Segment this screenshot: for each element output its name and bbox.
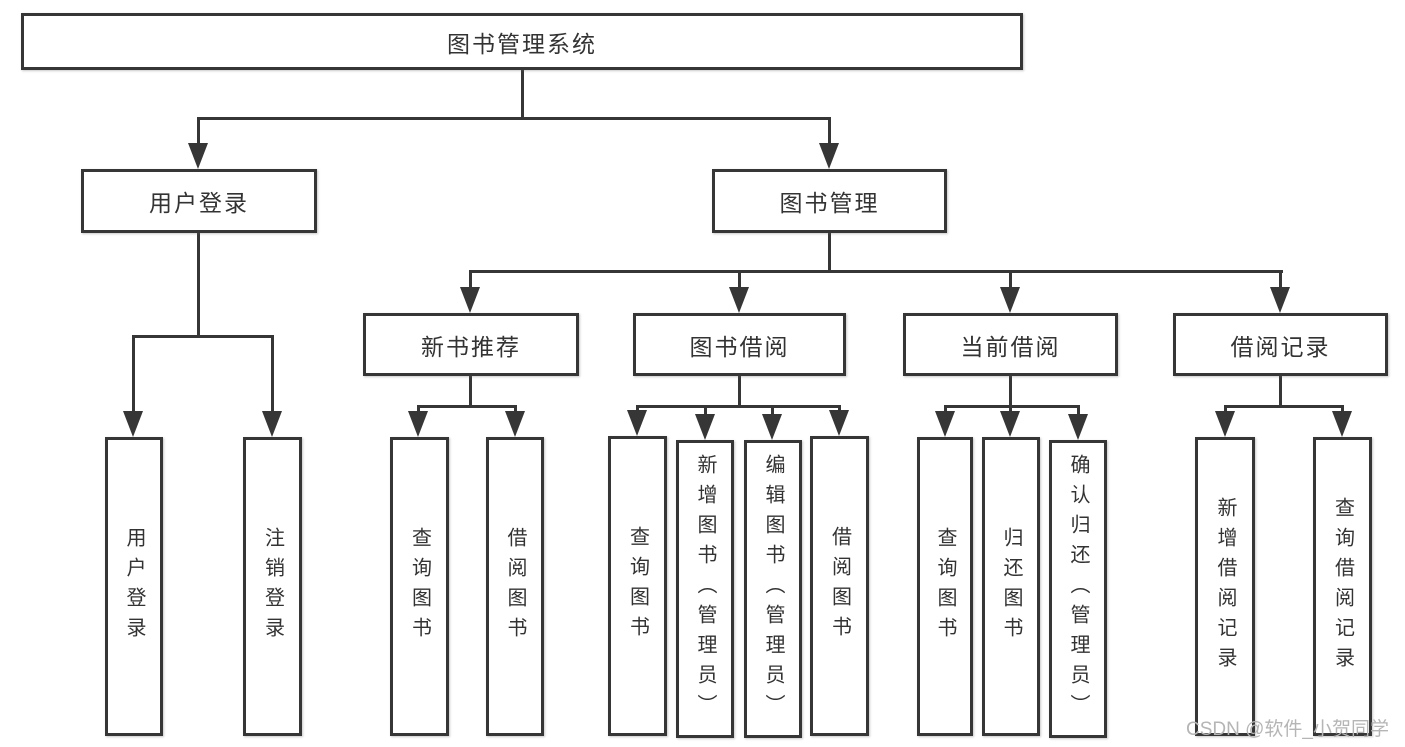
connector-root-stem xyxy=(521,70,524,120)
connector-level1-rail xyxy=(197,117,831,120)
arrow-down-icon xyxy=(1270,287,1290,313)
connector-down xyxy=(469,376,472,408)
arrow-down-icon xyxy=(695,414,715,440)
node-new-book-recommend-label: 新书推荐 xyxy=(421,333,521,360)
connector-stem xyxy=(271,335,274,415)
leaf-return-books-label: 归还图书 xyxy=(1000,526,1022,647)
leaf-query-books-current: 查询图书 xyxy=(917,437,973,736)
connector-down xyxy=(1279,376,1282,408)
connector-rail xyxy=(417,405,517,408)
leaf-query-borrow-record-label: 查询借阅记录 xyxy=(1331,496,1354,677)
connector-down xyxy=(738,376,741,408)
leaf-borrow-books-recommend: 借阅图书 xyxy=(486,437,544,736)
leaf-query-books-recommend-label: 查询图书 xyxy=(408,526,431,647)
connector-stem xyxy=(1077,405,1080,415)
arrow-down-icon xyxy=(408,411,428,437)
node-user-login-label: 用户登录 xyxy=(149,190,249,216)
leaf-add-borrow-record-label: 新增借阅记录 xyxy=(1214,496,1236,677)
node-current-borrowing-label: 当前借阅 xyxy=(960,333,1061,360)
connector-user-login-down xyxy=(197,233,200,335)
arrow-down-icon xyxy=(188,143,208,169)
arrow-down-icon xyxy=(1068,414,1088,440)
arrow-down-icon xyxy=(935,411,955,437)
connector-stem xyxy=(944,405,947,415)
leaf-user-login: 用户登录 xyxy=(105,437,163,736)
node-new-book-recommend: 新书推荐 xyxy=(363,313,579,376)
connector-rail xyxy=(944,405,1080,408)
arrow-down-icon xyxy=(1000,411,1020,437)
leaf-confirm-return-admin-label: 确认归还（管理员） xyxy=(1067,454,1089,724)
node-user-login: 用户登录 xyxy=(81,169,317,233)
node-borrowing-records-label: 借阅记录 xyxy=(1230,333,1331,360)
arrow-down-icon xyxy=(829,410,849,436)
arrow-down-icon xyxy=(123,411,143,437)
node-root: 图书管理系统 xyxy=(21,13,1023,70)
node-book-borrowing-label: 图书借阅 xyxy=(689,333,790,360)
arrow-down-icon xyxy=(762,414,782,440)
leaf-borrow-books-borrowing-label: 借阅图书 xyxy=(828,526,851,646)
connector-stem xyxy=(1341,405,1344,415)
arrow-down-icon xyxy=(262,411,282,437)
node-book-borrowing: 图书借阅 xyxy=(633,313,846,376)
node-book-management: 图书管理 xyxy=(712,169,947,233)
connector-stem xyxy=(1279,270,1282,290)
leaf-logout-label: 注销登录 xyxy=(261,526,284,647)
leaf-logout: 注销登录 xyxy=(243,437,302,736)
node-book-management-label: 图书管理 xyxy=(779,190,880,216)
leaf-query-books-borrowing-label: 查询图书 xyxy=(626,526,649,646)
arrow-down-icon xyxy=(1000,287,1020,313)
connector-user-login-rail xyxy=(132,335,274,338)
connector-down xyxy=(1009,376,1012,408)
leaf-query-borrow-record: 查询借阅记录 xyxy=(1313,437,1372,736)
leaf-add-books-admin: 新增图书（管理员） xyxy=(676,440,734,738)
connector-book-mgmt-down xyxy=(828,233,831,273)
leaf-user-login-label: 用户登录 xyxy=(123,526,145,647)
connector-stem xyxy=(1009,270,1012,290)
connector-user-login-stem xyxy=(197,117,200,147)
connector-stem xyxy=(1009,405,1012,415)
leaf-query-books-recommend: 查询图书 xyxy=(390,437,449,736)
leaf-borrow-books-borrowing: 借阅图书 xyxy=(810,436,869,736)
leaf-add-borrow-record: 新增借阅记录 xyxy=(1195,437,1255,736)
arrow-down-icon xyxy=(627,410,647,436)
connector-stem xyxy=(514,405,517,415)
connector-stem xyxy=(704,405,707,415)
node-borrowing-records: 借阅记录 xyxy=(1173,313,1388,376)
arrow-down-icon xyxy=(1332,411,1352,437)
arrow-down-icon xyxy=(1215,411,1235,437)
node-root-label: 图书管理系统 xyxy=(447,30,597,57)
connector-stem xyxy=(738,270,741,290)
leaf-add-books-admin-label: 新增图书（管理员） xyxy=(694,454,716,724)
connector-level2-rail xyxy=(469,270,1283,273)
arrow-down-icon xyxy=(819,143,839,169)
leaf-return-books: 归还图书 xyxy=(982,437,1040,736)
leaf-edit-books-admin-label: 编辑图书（管理员） xyxy=(762,454,784,724)
leaf-query-books-current-label: 查询图书 xyxy=(934,526,956,647)
connector-stem xyxy=(417,405,420,415)
connector-stem xyxy=(469,270,472,290)
connector-rail xyxy=(636,405,841,408)
node-current-borrowing: 当前借阅 xyxy=(903,313,1118,376)
watermark: CSDN @软件_小贺同学 xyxy=(1186,719,1389,740)
connector-stem xyxy=(1224,405,1227,415)
leaf-confirm-return-admin: 确认归还（管理员） xyxy=(1049,440,1107,738)
connector-stem xyxy=(132,335,135,415)
arrow-down-icon xyxy=(460,287,480,313)
connector-book-mgmt-stem xyxy=(828,117,831,147)
leaf-borrow-books-recommend-label: 借阅图书 xyxy=(504,526,526,647)
arrow-down-icon xyxy=(505,411,525,437)
connector-stem xyxy=(771,405,774,415)
connector-rail xyxy=(1224,405,1344,408)
arrow-down-icon xyxy=(729,287,749,313)
leaf-edit-books-admin: 编辑图书（管理员） xyxy=(744,440,802,738)
leaf-query-books-borrowing: 查询图书 xyxy=(608,436,667,736)
